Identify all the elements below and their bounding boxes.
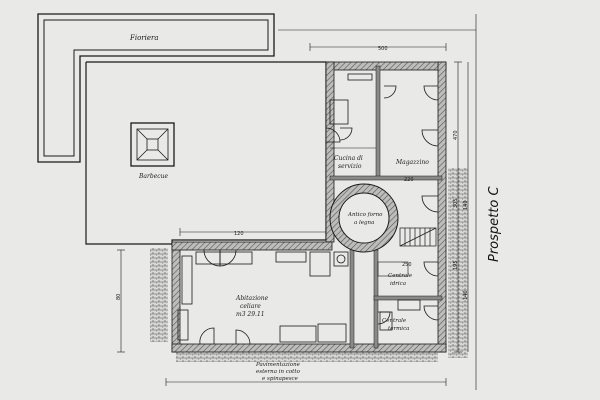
doors bbox=[199, 85, 439, 345]
ground-hatch-left bbox=[150, 248, 168, 342]
magazzino-label: Magazzino bbox=[395, 159, 429, 166]
terrace-outline bbox=[85, 61, 327, 245]
exterior-walls bbox=[171, 61, 447, 353]
dim-top: 500 bbox=[378, 46, 388, 52]
abitazione-label-3: m3 29.11 bbox=[236, 311, 265, 318]
interior-walls bbox=[329, 65, 443, 349]
centrale-idrica-label-1: Centrale bbox=[388, 273, 413, 279]
centrale-idrica-tank bbox=[377, 261, 409, 277]
fixtures bbox=[177, 73, 421, 343]
dim-250: 250 bbox=[402, 262, 412, 268]
pavimentazione-label-2: esterna in cotto bbox=[256, 369, 301, 375]
room-labels: Cucina di servizio Magazzino Antico forn… bbox=[235, 155, 429, 382]
dim-220: 220 bbox=[404, 177, 414, 183]
prospetto-title: Prospetto C bbox=[487, 186, 502, 262]
fioriera-planter bbox=[37, 13, 275, 163]
centrale-termica-label-2: termica bbox=[388, 326, 409, 332]
dim-140: 140 bbox=[463, 200, 469, 210]
antico-forno-oven bbox=[329, 183, 399, 253]
dimension-lines bbox=[117, 14, 477, 390]
dim-140b: 140 bbox=[463, 290, 469, 300]
dim-80: 80 bbox=[116, 294, 122, 300]
cucina-label-2: servizio bbox=[338, 163, 362, 170]
pavimentazione-label-3: e spinapesce bbox=[262, 376, 299, 382]
dimension-texts: 500 120 250 220 470 305 195 140 140 80 bbox=[116, 46, 469, 300]
barbecue-symbol bbox=[130, 122, 175, 167]
centrale-termica-label-1: Centrale bbox=[382, 318, 407, 324]
dim-west: 120 bbox=[234, 231, 244, 237]
fioriera-label: Fioriera bbox=[129, 34, 159, 42]
pavimentazione-label-1: Pavimentazione bbox=[255, 362, 301, 368]
barbecue-label: Barbecue bbox=[138, 173, 168, 180]
dim-470: 470 bbox=[453, 130, 459, 140]
dim-195: 195 bbox=[453, 260, 459, 270]
abitazione-label-1: Abitazione bbox=[235, 295, 269, 302]
stairs bbox=[399, 227, 437, 247]
dim-305: 305 bbox=[453, 198, 459, 208]
abitazione-label-2: celiare bbox=[240, 303, 261, 310]
ground-hatch-bottom bbox=[176, 352, 438, 362]
cucina-label-1: Cucina di bbox=[334, 155, 363, 162]
forno-label-2: a legna bbox=[354, 220, 374, 226]
forno-label-1: Antico forno bbox=[347, 212, 383, 218]
centrale-idrica-label-2: idrica bbox=[390, 281, 406, 287]
